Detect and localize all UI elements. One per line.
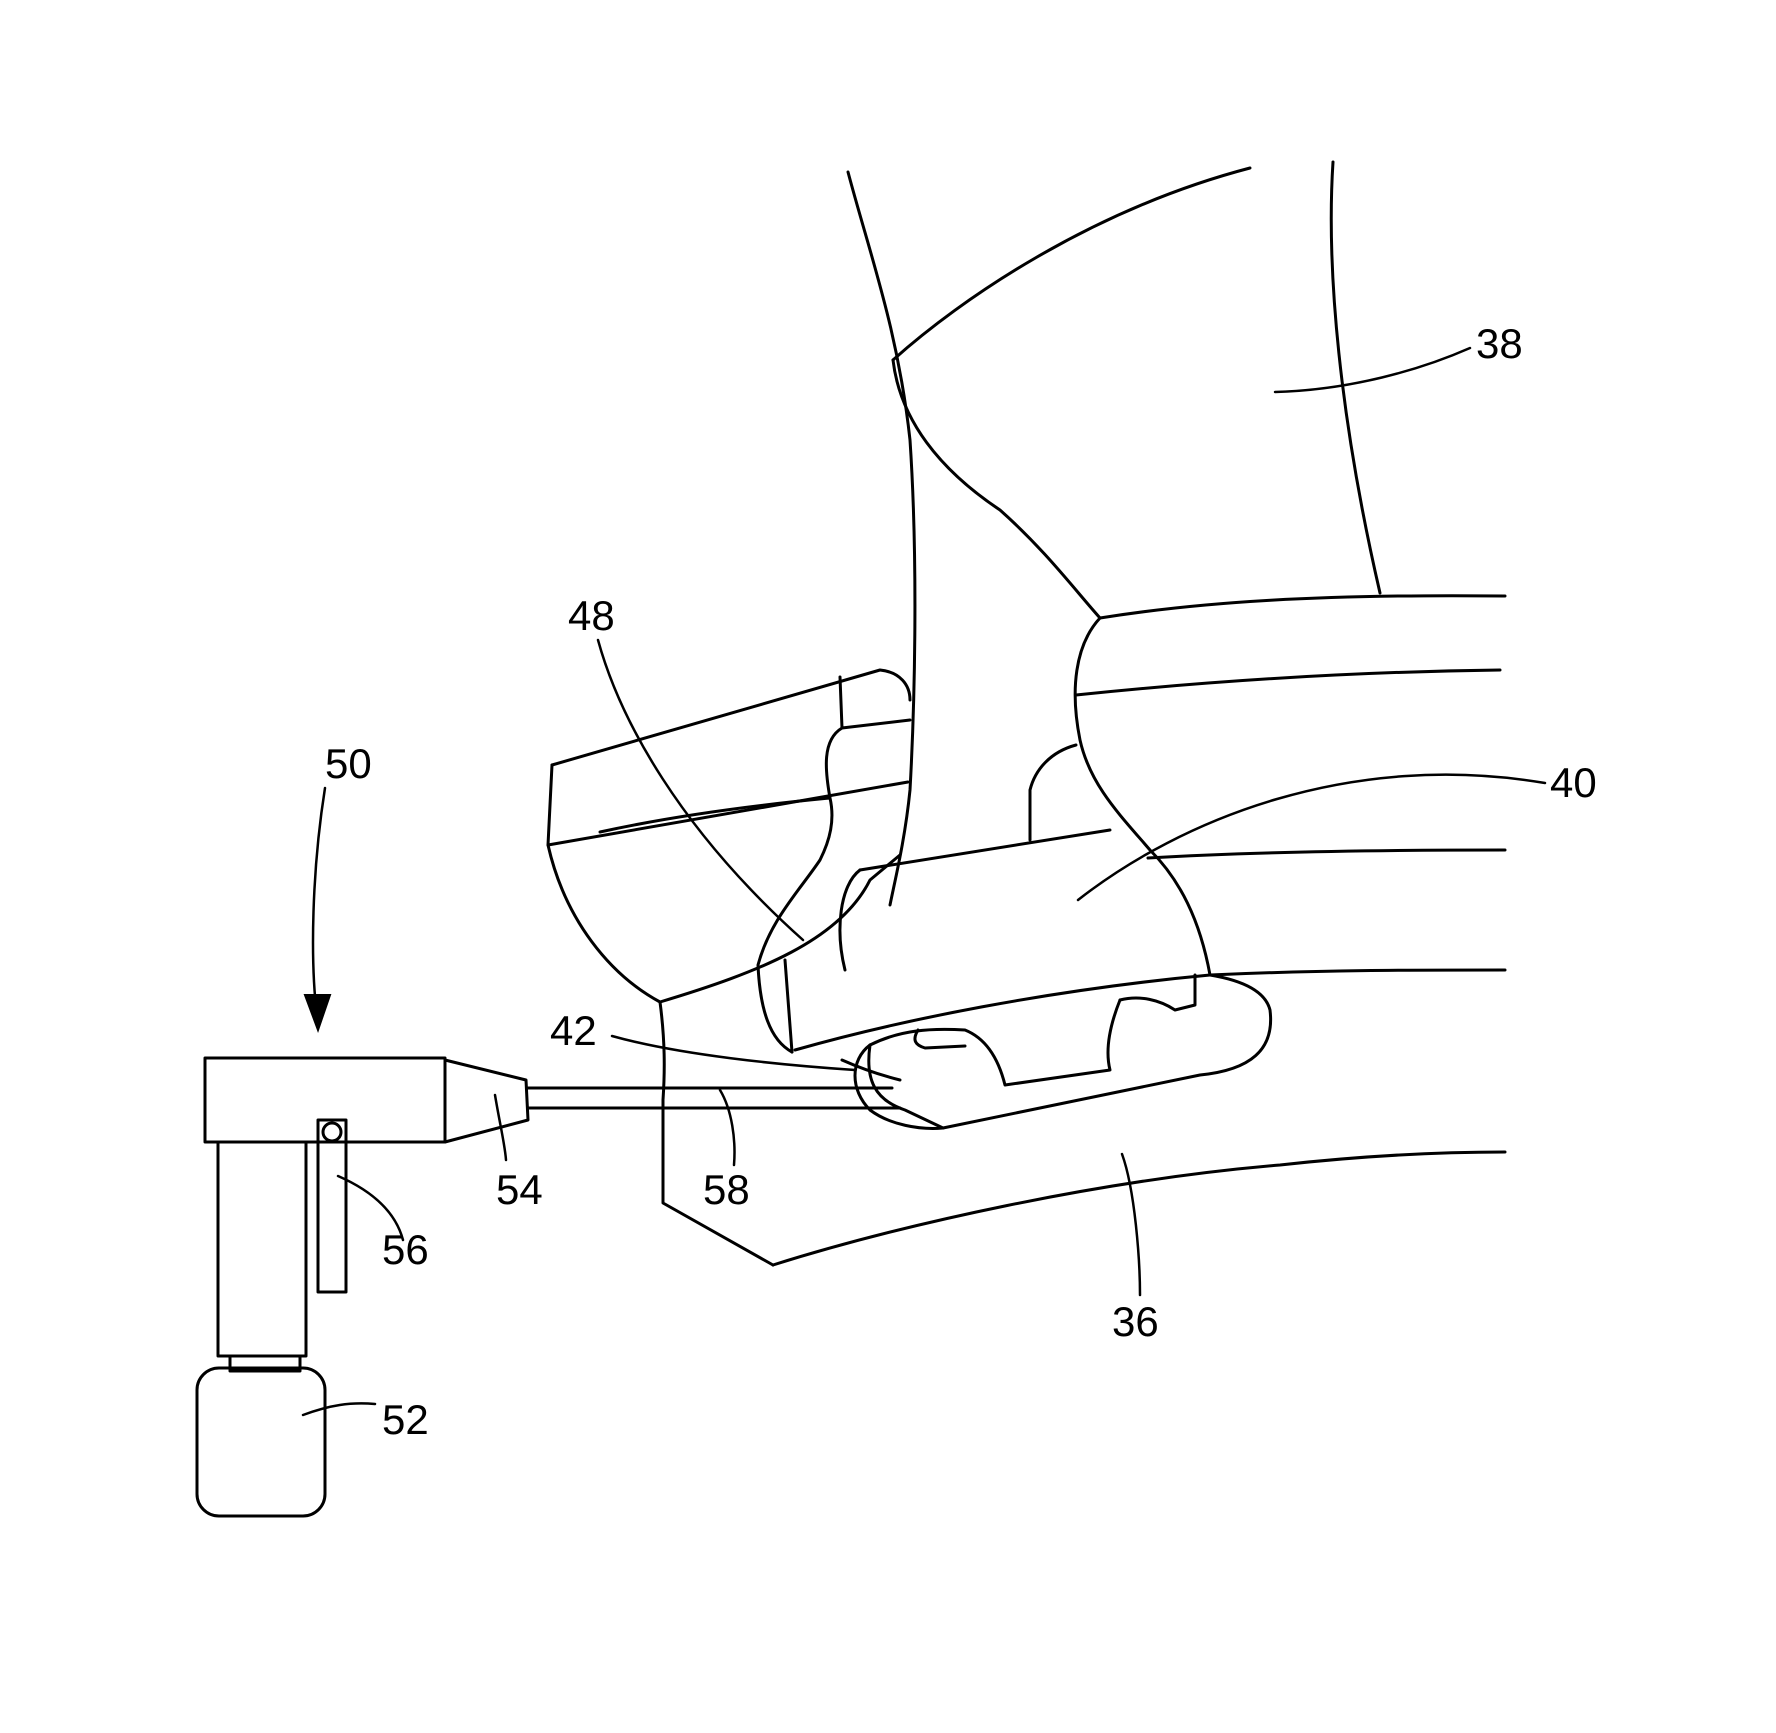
part-50-device bbox=[197, 1058, 528, 1516]
label-42: 42 bbox=[550, 1007, 597, 1054]
label-52: 52 bbox=[382, 1396, 429, 1443]
reference-labels: 38 40 48 50 42 54 58 56 36 52 bbox=[325, 320, 1597, 1443]
label-58: 58 bbox=[703, 1166, 750, 1213]
part-36-base bbox=[660, 1002, 1505, 1265]
label-40: 40 bbox=[1550, 759, 1597, 806]
leader-lines bbox=[303, 348, 1545, 1415]
part-40-segment bbox=[795, 618, 1505, 1128]
label-50: 50 bbox=[325, 740, 372, 787]
label-54: 54 bbox=[496, 1166, 543, 1213]
part-38-upper-body bbox=[848, 162, 1505, 905]
arrow-head-icon bbox=[305, 995, 330, 1030]
label-48: 48 bbox=[568, 592, 615, 639]
label-38: 38 bbox=[1476, 320, 1523, 367]
label-36: 36 bbox=[1112, 1298, 1159, 1345]
part-58-rod bbox=[528, 1088, 900, 1108]
label-56: 56 bbox=[382, 1226, 429, 1273]
part-56-pin bbox=[318, 1120, 346, 1292]
part-48-block bbox=[548, 670, 910, 1052]
